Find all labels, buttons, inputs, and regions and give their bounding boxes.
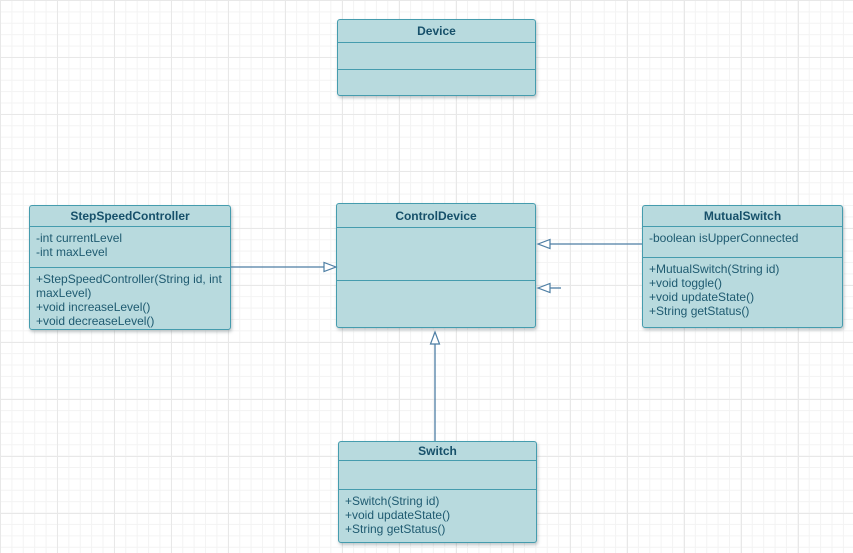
class-mutualswitch-methods: +MutualSwitch(String id)+void toggle()+v… bbox=[643, 258, 842, 327]
member-line: +Switch(String id) bbox=[345, 494, 440, 508]
member-line: +void decreaseLevel() bbox=[36, 314, 155, 328]
member-line: +void toggle() bbox=[649, 276, 723, 290]
class-mutualswitch[interactable]: MutualSwitch -boolean isUpperConnected +… bbox=[642, 205, 843, 328]
class-stepspeedcontroller[interactable]: StepSpeedController -int currentLevel-in… bbox=[29, 205, 231, 330]
connector-switch-to-controldevice[interactable] bbox=[429, 330, 441, 441]
member-line: +void increaseLevel() bbox=[36, 300, 151, 314]
member-line: +String getStatus() bbox=[649, 304, 750, 318]
class-stepspeedcontroller-title: StepSpeedController bbox=[30, 206, 230, 227]
class-controldevice-methods bbox=[337, 281, 535, 327]
member-line: +String getStatus() bbox=[345, 522, 446, 536]
class-device[interactable]: Device bbox=[337, 19, 536, 96]
class-controldevice-title: ControlDevice bbox=[337, 204, 535, 228]
class-switch[interactable]: Switch +Switch(String id)+void updateSta… bbox=[338, 441, 537, 543]
member-line: +MutualSwitch(String id) bbox=[649, 262, 780, 276]
class-stepspeedcontroller-attributes: -int currentLevel-int maxLevel bbox=[30, 227, 230, 268]
class-controldevice[interactable]: ControlDevice bbox=[336, 203, 536, 328]
class-mutualswitch-title: MutualSwitch bbox=[643, 206, 842, 227]
class-switch-methods: +Switch(String id)+void updateState()+St… bbox=[339, 490, 536, 542]
class-controldevice-attributes bbox=[337, 228, 535, 281]
class-device-title: Device bbox=[338, 20, 535, 43]
member-line: -int maxLevel bbox=[36, 245, 108, 259]
class-mutualswitch-attributes: -boolean isUpperConnected bbox=[643, 227, 842, 258]
member-line: +StepSpeedController(String id, int maxL… bbox=[36, 272, 222, 300]
connector-dangling-arrowhead-controldevice[interactable] bbox=[536, 282, 561, 294]
open-triangle-arrow-icon bbox=[429, 330, 441, 345]
open-triangle-arrow-icon bbox=[323, 261, 338, 273]
class-device-attributes bbox=[338, 43, 535, 70]
connector-mutualswitch-to-controldevice[interactable] bbox=[536, 238, 642, 250]
open-triangle-arrow-icon bbox=[536, 238, 551, 250]
member-line: -boolean isUpperConnected bbox=[649, 231, 799, 245]
member-line: +void updateState() bbox=[649, 290, 755, 304]
class-switch-attributes bbox=[339, 461, 536, 490]
class-device-methods bbox=[338, 70, 535, 95]
class-switch-title: Switch bbox=[339, 442, 536, 461]
connector-stepspeedcontroller-to-controldevice[interactable] bbox=[231, 261, 338, 273]
member-line: +void updateState() bbox=[345, 508, 451, 522]
dangling-open-triangle-arrowhead-icon bbox=[536, 282, 551, 294]
class-stepspeedcontroller-methods: +StepSpeedController(String id, int maxL… bbox=[30, 268, 230, 329]
member-line: -int currentLevel bbox=[36, 231, 123, 245]
